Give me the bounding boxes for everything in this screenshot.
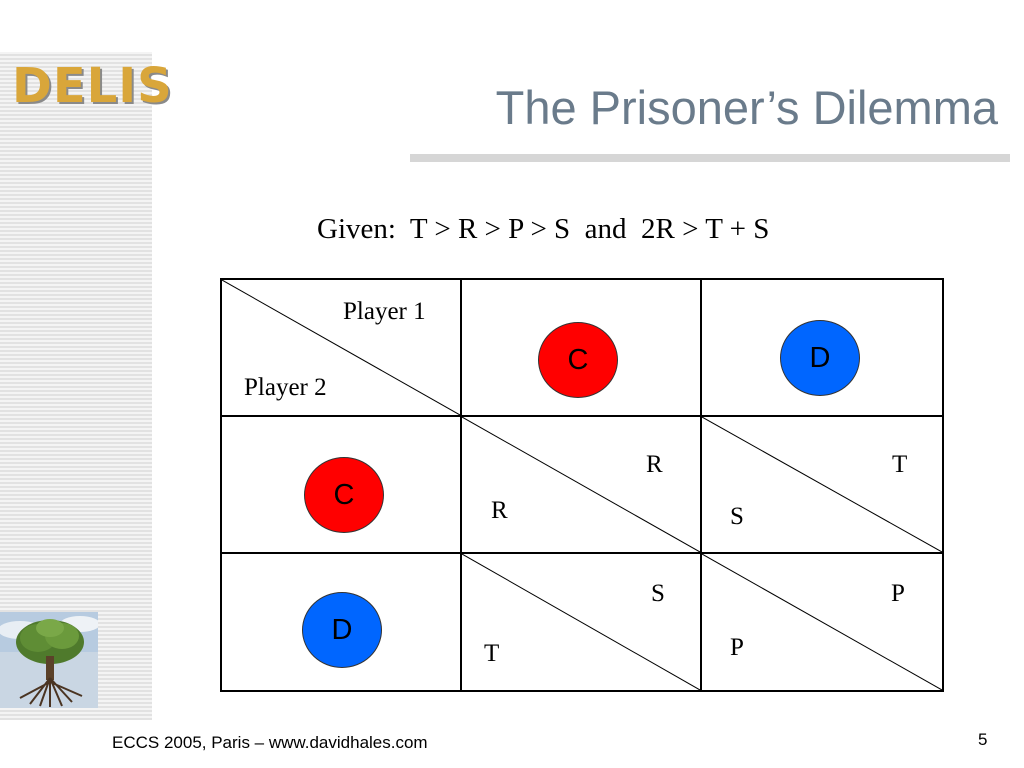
payoff-player2: T [484,640,500,667]
payoff-diagonal [702,554,942,690]
payoff-player2: S [730,503,744,530]
payoff-cell-dd: P P [700,552,944,692]
column-strategy-d: D [780,320,860,396]
payoff-player1: T [892,451,908,478]
payoff-matrix: Player 1 Player 2 C D C R R T S [220,278,944,692]
payoff-player2: P [730,634,744,661]
page-number: 5 [978,730,988,749]
column-strategy-c: C [538,322,618,398]
title-underline [410,154,1010,162]
column-header-defect: D [700,278,944,417]
row-strategy-c: C [304,457,384,533]
payoff-cell-dc: S T [460,552,702,692]
column-header-cooperate: C [460,278,702,417]
side-stripe-panel [0,52,152,720]
player-2-label: Player 2 [244,374,327,401]
payoff-player1: P [891,580,905,607]
row-header-defect: D [220,552,462,692]
payoff-diagonal [462,554,700,690]
header-corner-cell: Player 1 Player 2 [220,278,462,417]
footer-text: ECCS 2005, Paris – www.davidhales.com [112,733,428,752]
payoff-player1: S [651,580,665,607]
slide-title: The Prisoner’s Dilemma [495,81,998,134]
payoff-player2: R [491,497,508,524]
delis-logo: DELIS [12,58,173,114]
payoff-player1: R [646,451,663,478]
player-1-label: Player 1 [343,298,426,325]
payoff-diagonal [462,417,700,552]
payoff-diagonal [702,417,942,552]
payoff-cell-cd: T S [700,415,944,554]
tree-image [0,612,98,708]
row-strategy-d: D [302,592,382,668]
given-condition: Given: T > R > P > S and 2R > T + S [317,213,770,245]
payoff-cell-cc: R R [460,415,702,554]
corner-diagonal [222,280,460,415]
row-header-cooperate: C [220,415,462,554]
